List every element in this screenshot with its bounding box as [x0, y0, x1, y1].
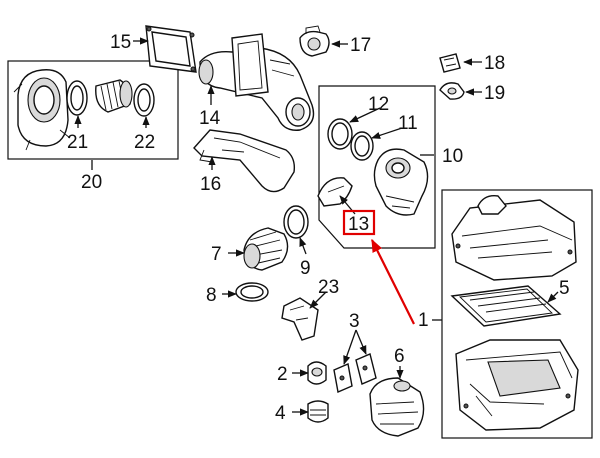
gasket-15-part — [145, 25, 197, 73]
grommet-19-part — [439, 82, 465, 100]
callout-18: 18 — [484, 53, 505, 74]
clip-3-part — [333, 353, 377, 393]
callout-9: 9 — [300, 258, 311, 279]
callout-12: 12 — [368, 94, 389, 115]
seal-21-part — [66, 80, 88, 116]
clamp-12-part — [327, 118, 353, 150]
callout-16: 16 — [200, 174, 221, 195]
highlight-box-13 — [342, 209, 376, 236]
highlight-arrow — [371, 238, 415, 325]
clamp-9-part — [283, 205, 309, 239]
callout-23: 23 — [318, 277, 339, 298]
seal-22-part — [133, 83, 155, 117]
air-filter-5-part — [450, 285, 562, 327]
callout-10: 10 — [442, 146, 463, 167]
duct-13-part — [317, 177, 353, 207]
sensor-17-part — [299, 25, 330, 57]
callout-1: 1 — [418, 310, 429, 331]
callout-20: 20 — [81, 172, 102, 193]
callout-13: 13 — [348, 214, 369, 235]
callout-22: 22 — [134, 132, 155, 153]
airbox-base-part — [455, 339, 579, 431]
clip-18-part — [439, 53, 461, 73]
bracket-23-part — [281, 297, 319, 341]
callout-15: 15 — [110, 32, 131, 53]
inlet-6-part — [369, 377, 425, 437]
housing-20-part — [13, 69, 71, 151]
seal-11-part — [350, 131, 374, 161]
airbox-cover-part — [451, 195, 577, 281]
intake-duct-14-part — [198, 33, 315, 131]
callout-4: 4 — [275, 403, 286, 424]
hose-7-part — [243, 227, 289, 271]
mount-4-part — [307, 400, 329, 423]
group-box-20 — [7, 60, 179, 160]
callout-5: 5 — [559, 278, 570, 299]
pipe-connector-part — [95, 79, 133, 113]
callout-6: 6 — [394, 346, 405, 367]
callout-19: 19 — [484, 83, 505, 104]
clamp-8-part — [235, 282, 269, 302]
group-box-1 — [441, 189, 593, 439]
callout-21: 21 — [67, 132, 88, 153]
duct-16-part — [193, 129, 296, 193]
callout-11: 11 — [398, 113, 418, 134]
callout-3: 3 — [349, 311, 360, 332]
mount-2-part — [307, 361, 327, 385]
callout-8: 8 — [206, 285, 217, 306]
resonator-10-part — [373, 148, 429, 216]
callout-17: 17 — [350, 35, 371, 56]
callout-14: 14 — [199, 108, 221, 129]
callout-7: 7 — [211, 244, 222, 265]
callout-2: 2 — [277, 364, 288, 385]
